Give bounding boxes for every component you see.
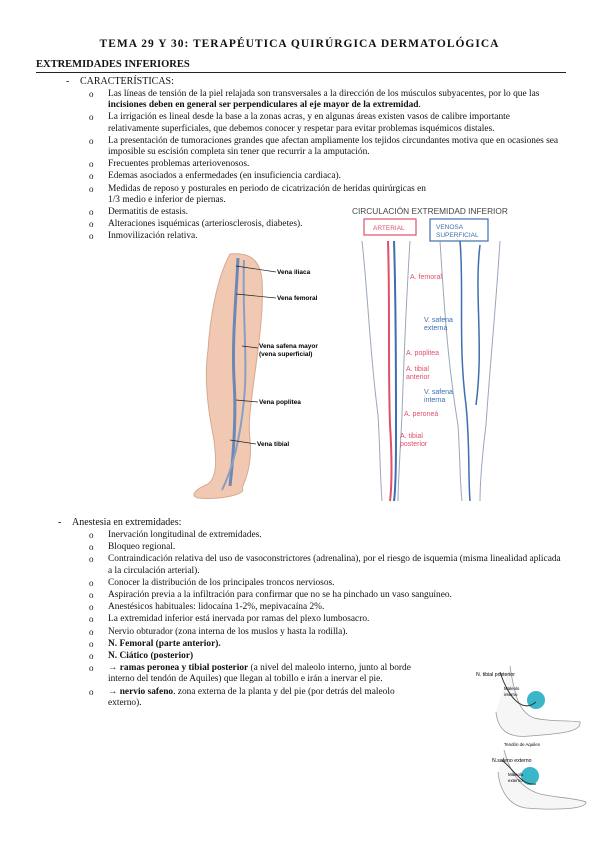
ankle-label: interno <box>504 692 518 697</box>
ankle-label: N. tibial posterior <box>476 672 515 678</box>
section-divider <box>36 72 566 73</box>
superficial-vein-path <box>459 240 481 502</box>
leader-line <box>241 345 259 349</box>
leg-label: Vena tibial <box>257 441 289 448</box>
caracteristicas-heading: -CARACTERÍSTICAS: <box>66 76 174 87</box>
femoral-vein-path <box>228 257 240 487</box>
foot-outline-bottom <box>497 749 587 810</box>
safeno-nerve-path <box>501 759 537 785</box>
leader-line <box>235 399 259 403</box>
ankle-nerve-figure: N. tibial posterior Maleolo interno Tend… <box>476 665 587 810</box>
maleolo-interno-mark <box>527 691 545 709</box>
arterial-box <box>363 218 417 236</box>
leg-label: Vena poplitea <box>259 399 301 406</box>
leg-vein-figure: Vena iliaca Vena femoral Vena safena may… <box>193 253 318 499</box>
venosa-label: SUPERFICIAL <box>436 232 479 239</box>
foot-outline-top <box>495 665 581 737</box>
tibial-nerve-path <box>499 671 537 707</box>
circ-label: A. femoral <box>410 274 442 281</box>
leg-label: Vena iliaca <box>277 269 311 276</box>
leg-label: Vena femoral <box>277 295 318 302</box>
ankle-label: externo <box>508 778 523 783</box>
venosa-label: VENOSA <box>436 224 464 231</box>
circulation-figure: CIRCULACIÓN EXTREMIDAD INFERIOR ARTERIAL… <box>352 206 508 502</box>
venous-leg-outline <box>439 240 501 502</box>
leg-outline <box>193 253 263 499</box>
anestesia-heading: -Anestesia en extremidades: <box>58 517 182 528</box>
vein-path <box>393 240 397 502</box>
arterial-label: ARTERIAL <box>373 225 405 232</box>
ankle-label: Maleolo <box>508 772 524 777</box>
leader-line <box>235 293 277 299</box>
circ-label: A. peroneá <box>404 411 438 418</box>
circ-label: A. tibial <box>406 366 429 373</box>
arterial-leg-outline <box>361 240 411 502</box>
circ-label: interna <box>424 397 446 404</box>
ankle-label: Tendón de Aquiles <box>504 742 541 747</box>
leg-label: (vena superficial) <box>259 351 312 358</box>
list-item: o→ ramas peronea y tibial posterior (a n… <box>89 663 411 685</box>
circ-label: A. poplitea <box>406 350 439 357</box>
circ-label: V. safena <box>424 317 453 324</box>
leader-line <box>229 439 257 445</box>
section-heading: EXTREMIDADES INFERIORES <box>36 59 190 70</box>
venosa-box <box>429 218 489 242</box>
leg-label: Vena safena mayor <box>259 343 318 350</box>
circ-label: V. safena <box>424 389 453 396</box>
artery-path <box>387 240 393 502</box>
safena-vein-path <box>221 259 247 491</box>
circ-label: anterior <box>406 374 430 381</box>
maleolo-externo-mark <box>521 767 539 785</box>
leader-line <box>235 265 277 273</box>
circ-label: posterior <box>400 441 428 448</box>
list-item: o→ nervio safeno. zona externa de la pla… <box>89 686 395 708</box>
ankle-label: Maleolo <box>504 686 520 691</box>
circ-label: externa <box>424 325 447 332</box>
ankle-label: N.safeno externo <box>492 758 532 764</box>
circulation-title: CIRCULACIÓN EXTREMIDAD INFERIOR <box>352 206 508 216</box>
circ-label: A. tibial <box>400 433 423 440</box>
page-title: TEMA 29 Y 30: TERAPÉUTICA QUIRÚRGICA DER… <box>99 38 500 50</box>
